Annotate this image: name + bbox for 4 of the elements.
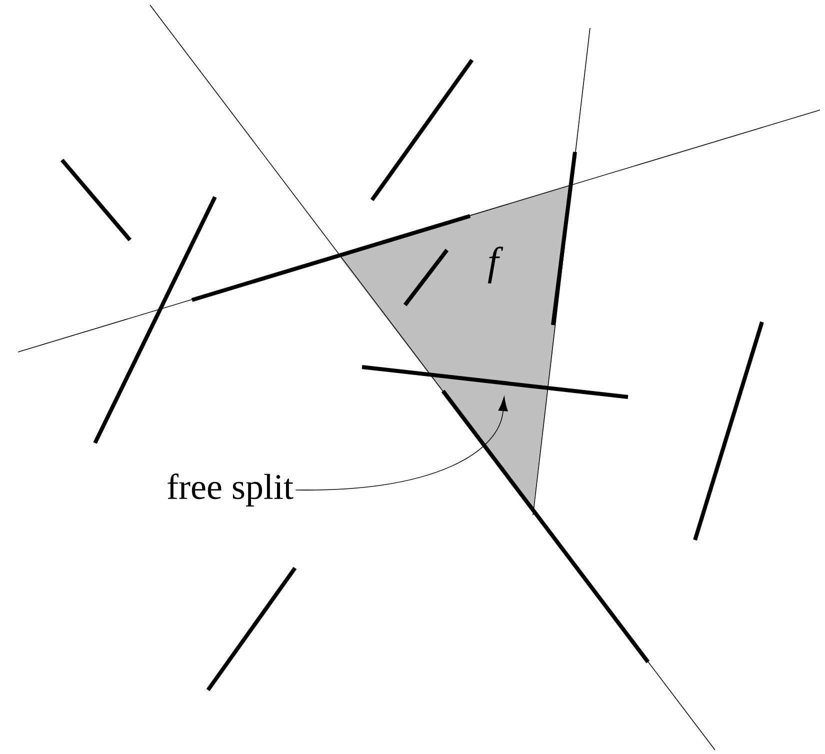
annotation-text: free split [168, 474, 294, 506]
face-triangle: f [338, 184, 572, 510]
leader-arrow [295, 396, 508, 490]
segment [362, 365, 628, 399]
